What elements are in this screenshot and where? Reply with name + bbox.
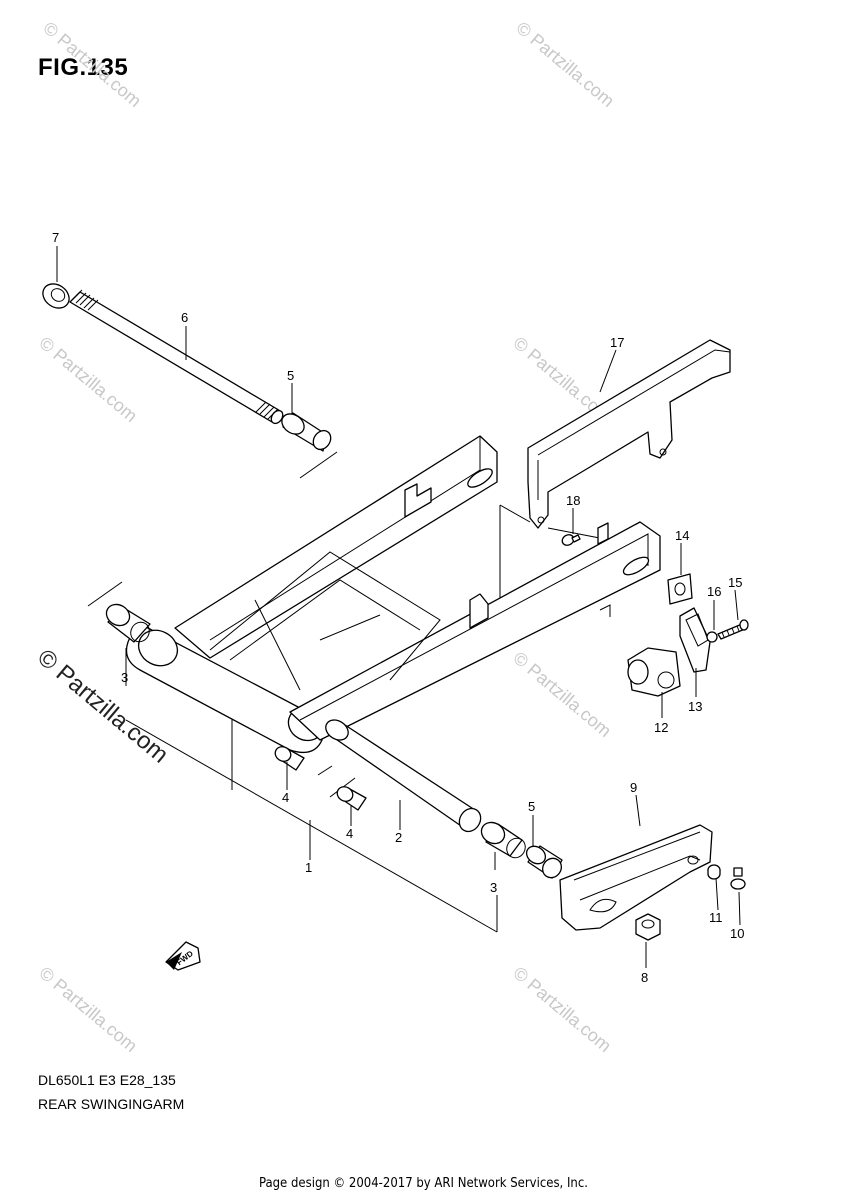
part-screw-18 [561, 534, 581, 546]
callout-8: 8 [641, 970, 648, 985]
callout-4-upper: 4 [282, 790, 289, 805]
callout-17: 17 [610, 335, 624, 350]
callout-13: 13 [688, 699, 702, 714]
watermark: © Partzilla.com [509, 963, 615, 1056]
callout-11: 11 [709, 910, 723, 925]
part-collar-5-left [281, 412, 332, 452]
callout-9: 9 [630, 780, 637, 795]
part-chain-buffer-9 [559, 824, 713, 931]
part-pivot-shaft-6 [69, 289, 284, 425]
part-bearing-3-left [105, 603, 151, 643]
model-code: DL650L1 E3 E28_135 [38, 1072, 176, 1088]
callout-5-left: 5 [287, 368, 294, 383]
part-collar-11 [707, 864, 721, 880]
part-nut-7 [42, 283, 70, 309]
part-spacer-2 [325, 719, 482, 833]
part-bushing-4-upper [274, 746, 305, 771]
part-nut-8 [635, 913, 661, 941]
part-chain-guard-17 [527, 339, 731, 529]
watermark: © Partzilla.com [39, 18, 145, 111]
callout-3-right: 3 [490, 880, 497, 895]
part-bolt-15 [717, 619, 749, 640]
part-plate-14 [667, 573, 693, 605]
callout-6: 6 [181, 310, 188, 325]
callout-5-right: 5 [528, 799, 535, 814]
callout-18: 18 [566, 493, 580, 508]
part-nut-16 [706, 631, 718, 643]
part-collar-5-right [525, 845, 563, 879]
watermark: © Partzilla.com [509, 648, 615, 741]
callout-10: 10 [730, 926, 744, 941]
part-bolt-10 [730, 867, 746, 890]
callout-15: 15 [728, 575, 742, 590]
callout-1: 1 [305, 860, 312, 875]
page-design-credit: Page design © 2004-2017 by ARI Network S… [259, 1176, 588, 1191]
callout-leaders [56, 246, 741, 968]
part-adjuster-12 [627, 647, 681, 697]
callout-7: 7 [52, 230, 59, 245]
part-swingarm-1 [125, 435, 661, 754]
watermark: © Partzilla.com [35, 333, 141, 426]
callout-3-left: 3 [121, 670, 128, 685]
callout-12: 12 [654, 720, 668, 735]
watermark: © Partzilla.com [512, 18, 618, 111]
diagram-name: REAR SWINGINGARM [38, 1096, 185, 1112]
watermark: © Partzilla.com [35, 963, 141, 1056]
callouts: 7 6 5 17 18 14 16 15 3 13 12 4 9 4 2 5 1… [52, 230, 744, 985]
callout-4-lower: 4 [346, 826, 353, 841]
fwd-arrow: FWD [165, 941, 201, 971]
figure-title: FIG.135 [38, 54, 129, 81]
part-bushing-4-lower [336, 786, 367, 811]
part-bearing-3-right [480, 821, 526, 859]
callout-16: 16 [707, 584, 721, 599]
part-adjuster-plate-13 [679, 607, 711, 673]
callout-2: 2 [395, 830, 402, 845]
callout-14: 14 [675, 528, 689, 543]
